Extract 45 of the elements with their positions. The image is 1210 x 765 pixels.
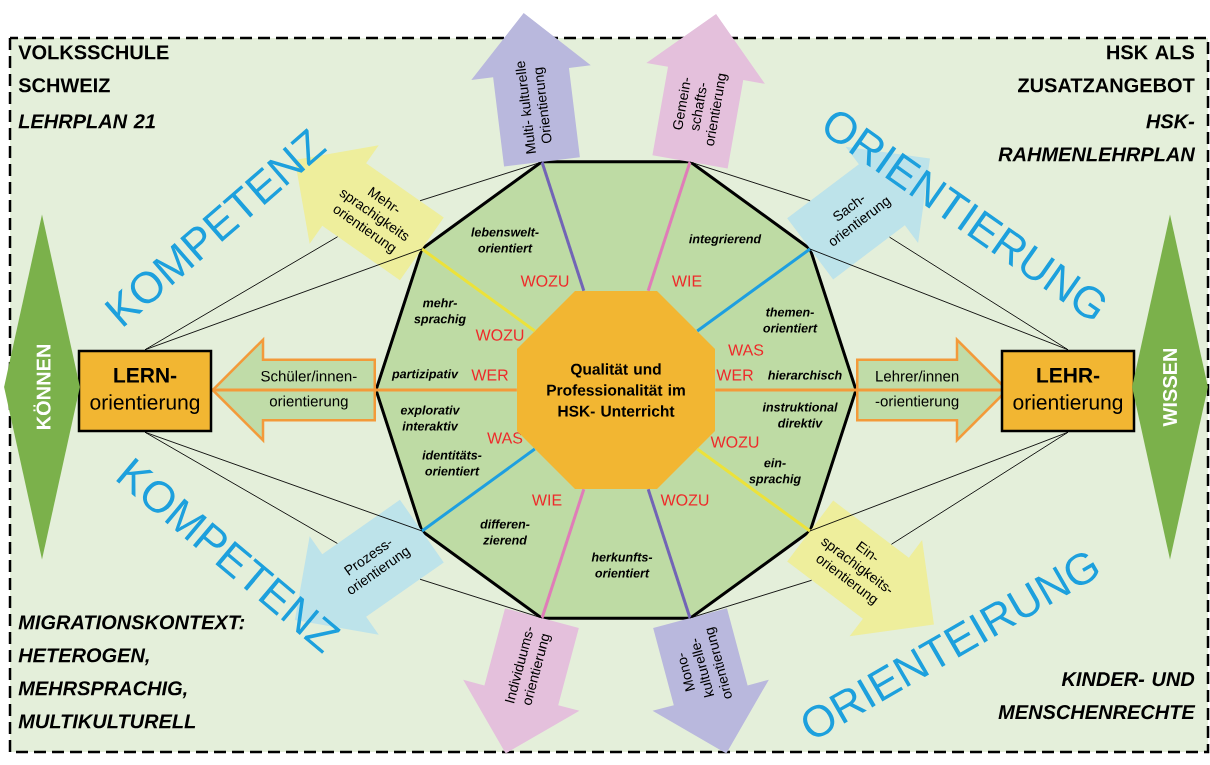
sector-label: differen- zierend [480, 519, 530, 545]
question-word: WAS [728, 344, 764, 356]
spoke-line [540, 488, 586, 619]
connector-line [889, 236, 1069, 351]
sector-label: ein- sprachig [749, 458, 801, 486]
sector-label: lebenswelt- orientiert [471, 227, 539, 253]
spoke-line [696, 247, 811, 333]
corner-text: LEHRPLAN 21 [18, 114, 155, 129]
spoke-line [646, 161, 692, 292]
sector-label: herkunfts- orientiert [591, 552, 653, 578]
connector-line [419, 161, 543, 202]
sector-label: partizipativ [391, 369, 459, 381]
spoke-line [421, 247, 536, 333]
question-word: WIE [671, 275, 702, 287]
spoke-line [376, 388, 517, 392]
connector-line [809, 431, 1069, 532]
question-word: WOZU [660, 494, 709, 506]
connector-line [144, 431, 338, 544]
orientation-box: LERN- orientierung [77, 349, 213, 433]
sector-label: explorativ interaktiv [400, 405, 461, 431]
connector-line [419, 578, 543, 619]
spoke-line [540, 161, 586, 292]
sector-label: mehr- sprachig [414, 298, 466, 326]
question-word: WIE [531, 494, 562, 506]
spoke-line [715, 388, 856, 392]
connector-line [689, 161, 811, 202]
sector-label: instruktional direktiv [762, 402, 838, 428]
question-word: WER [471, 369, 508, 381]
question-word: WER [716, 369, 753, 381]
sector-label: hierarchisch [768, 370, 842, 380]
orientation-box: LEHR- orientierung [1000, 349, 1136, 433]
connector-line [689, 579, 813, 619]
corner-text: HSK ALS ZUSATZANGEBOT [1018, 45, 1195, 93]
spoke-line [696, 447, 811, 533]
sector-label: themen- orientiert [763, 307, 818, 333]
spoke-line [646, 488, 692, 619]
connector-line [809, 248, 1069, 351]
spoke-line [421, 447, 536, 533]
connector-line [891, 431, 1069, 545]
connector-line [144, 248, 423, 351]
question-word: WOZU [520, 275, 569, 287]
sector-label: identitäts- orientiert [422, 450, 482, 476]
sector-label: integrierend [689, 234, 762, 246]
connector-line [144, 431, 423, 532]
corner-text: VOLKSSCHULE SCHWEIZ [18, 45, 169, 93]
